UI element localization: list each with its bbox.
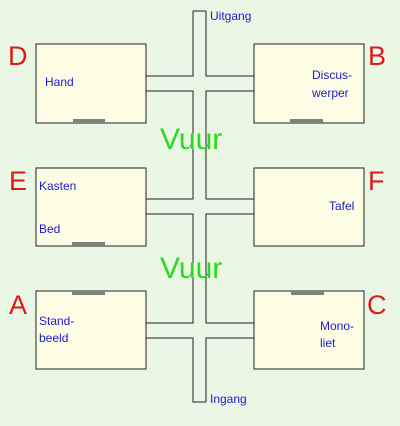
fire-label-top: Vuur bbox=[160, 123, 223, 156]
fire-label-bottom: Vuur bbox=[160, 252, 223, 285]
room-b-item-line2: werper bbox=[312, 86, 349, 100]
room-c-item-line1: Mono- bbox=[320, 319, 355, 333]
door-e bbox=[72, 242, 105, 246]
room-d-item: Hand bbox=[45, 75, 74, 89]
entrance-label: Ingang bbox=[210, 392, 247, 406]
room-b-item-line1: Discus- bbox=[312, 68, 353, 82]
room-d bbox=[35, 43, 147, 124]
room-e bbox=[35, 167, 147, 247]
room-a-item-line1: Stand- bbox=[39, 314, 75, 328]
room-letter-d: D bbox=[8, 41, 28, 71]
room-f-item: Tafel bbox=[329, 199, 355, 213]
exit-label: Uitgang bbox=[210, 9, 252, 23]
room-letter-e: E bbox=[9, 166, 28, 196]
room-letter-b: B bbox=[368, 41, 387, 71]
door-b bbox=[290, 119, 323, 123]
room-letter-a: A bbox=[9, 290, 28, 320]
room-e-item-bed: Bed bbox=[39, 222, 61, 236]
corridor-outline bbox=[146, 10, 254, 403]
room-e-item-cabinets: Kasten bbox=[39, 179, 77, 193]
room-a bbox=[35, 290, 147, 370]
room-a-item-line2: beeld bbox=[39, 331, 69, 345]
room-letter-c: C bbox=[367, 290, 387, 320]
room-f bbox=[253, 167, 365, 247]
door-c bbox=[291, 291, 324, 295]
door-a bbox=[72, 291, 105, 295]
room-c-item-line2: liet bbox=[320, 336, 336, 350]
room-c bbox=[253, 290, 365, 370]
room-b bbox=[253, 43, 365, 124]
door-d bbox=[73, 119, 105, 123]
room-letter-f: F bbox=[368, 166, 385, 196]
